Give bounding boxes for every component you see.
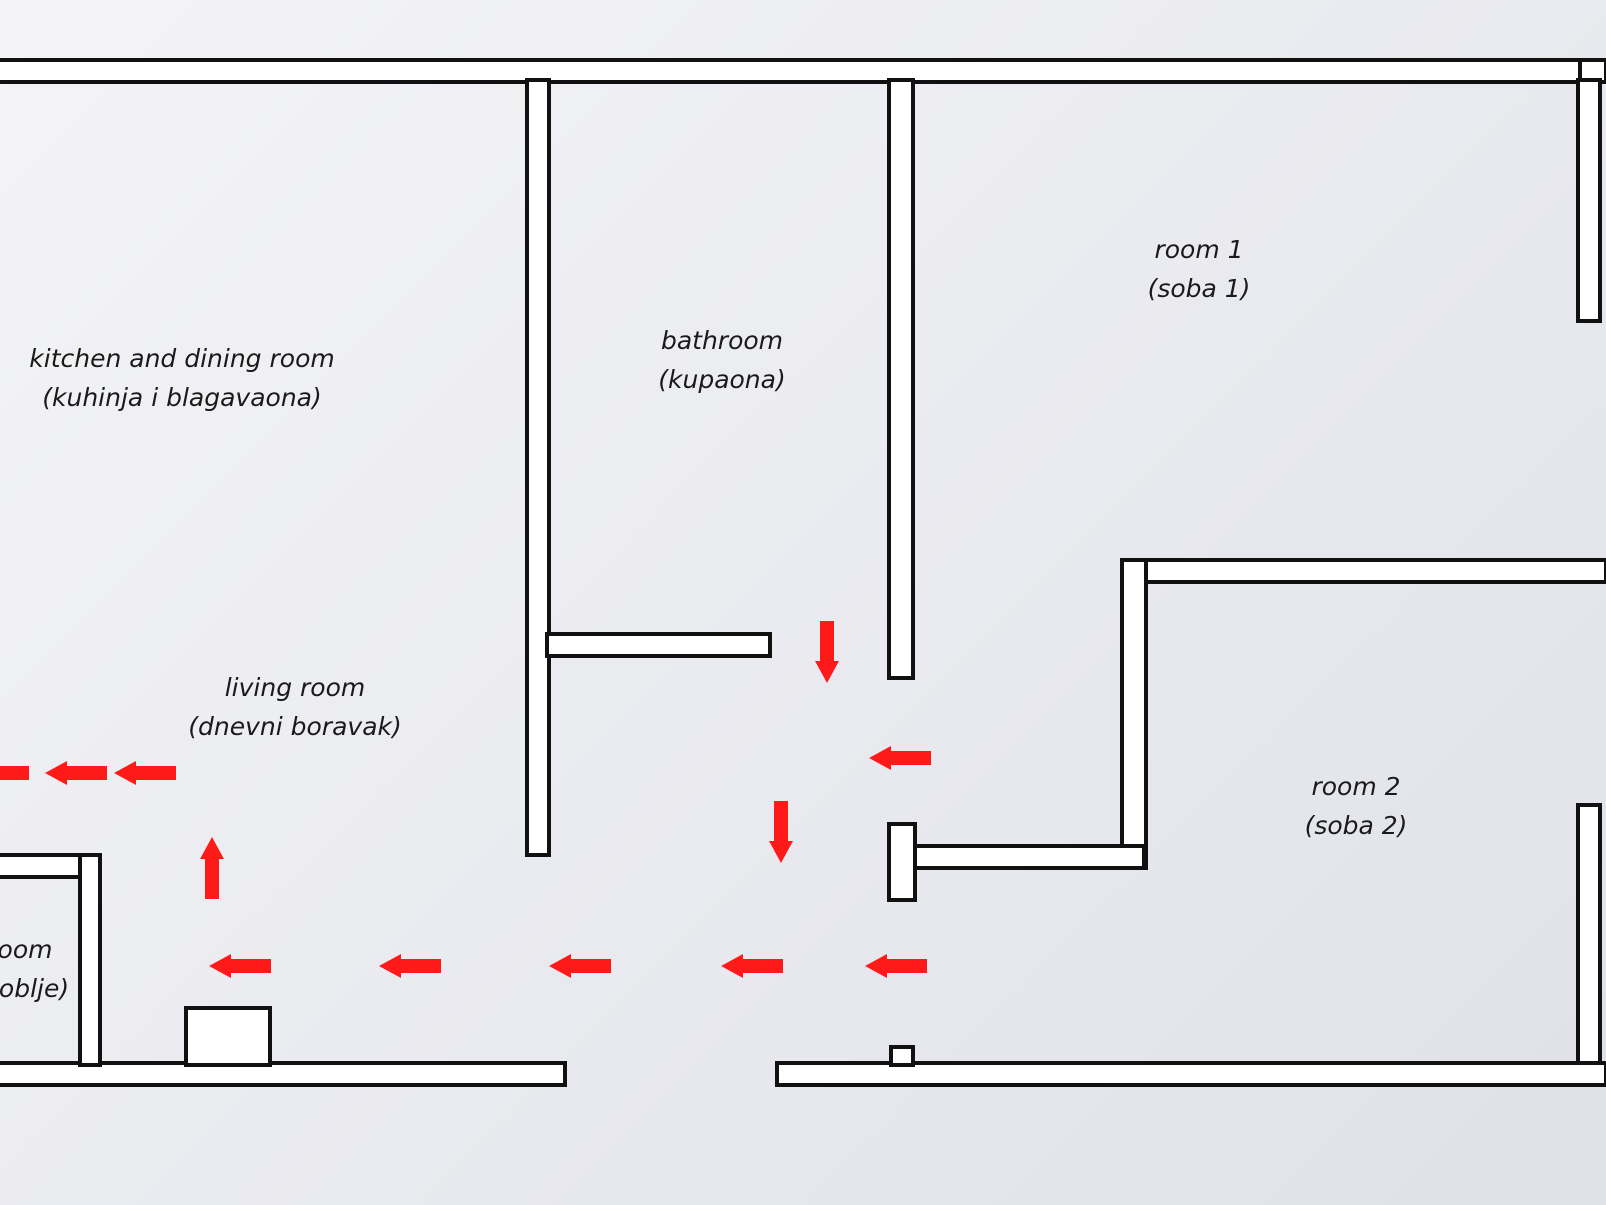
room1-local-label: (soba 1) [1148,274,1251,303]
bathroom-local-label: (kupaona) [658,365,785,394]
living-room-label: living room [225,673,366,702]
wall-room2-right [1576,803,1602,1065]
living-room-local-label: (dnevni boravak) [188,712,402,741]
wall-room2-left [1120,558,1148,870]
wall-kitchen-bathroom [525,78,551,857]
wall-bottom-column [184,1006,272,1067]
wall-post [887,822,917,902]
room2-local-label: (soba 2) [1305,811,1408,840]
arrow-left-icon [549,954,611,978]
walls [0,58,1606,1087]
arrow-left-icon [865,954,927,978]
room1-label: room 1 [1154,235,1243,264]
wall-room1-room2 [1120,558,1606,584]
arrow-down-icon [815,621,839,683]
wall-room2-lower [908,844,1146,870]
wall-top [0,58,1598,84]
arrow-left-icon [114,761,176,785]
wall-bottom-right-notch [889,1045,915,1067]
arrow-down-icon [769,801,793,863]
direction-arrows [0,621,931,978]
wall-bathroom-room1 [887,78,915,680]
wall-wardrobe-right [78,853,102,1067]
arrow-left-icon [209,954,271,978]
wall-bathroom-bottom [545,632,772,658]
arrow-left-icon [45,761,107,785]
arrow-left-icon [721,954,783,978]
arrow-left-icon [869,746,931,770]
bathroom-label: bathroom [661,326,783,355]
wardrobe-label: oom [0,935,52,964]
arrow-left-icon [0,766,29,780]
wardrobe-local-label: oblje) [0,974,69,1003]
labels: kitchen and dining room (kuhinja i blaga… [0,235,1407,1003]
arrow-up-icon [200,837,224,899]
wall-bottom-right [775,1061,1606,1087]
room2-label: room 2 [1311,772,1400,801]
wall-room1-right [1576,78,1602,323]
arrow-left-icon [379,954,441,978]
kitchen-label: kitchen and dining room [29,344,334,373]
wall-bottom-left [0,1061,567,1087]
kitchen-local-label: (kuhinja i blagavaona) [42,383,321,412]
